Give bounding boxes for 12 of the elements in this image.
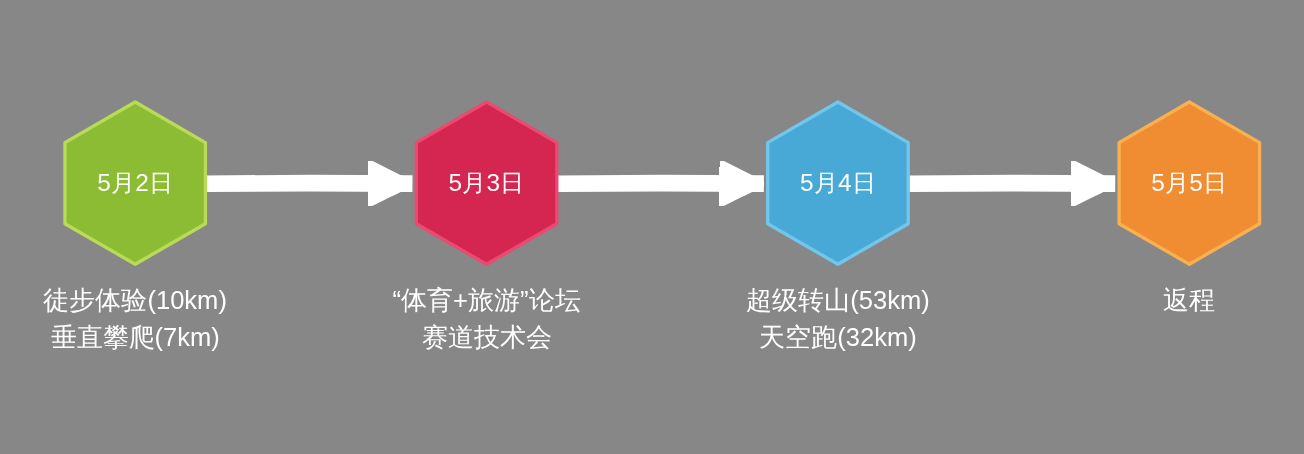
- hexagon-node: 5月2日: [63, 100, 208, 266]
- hexagon-node: 5月3日: [414, 100, 559, 266]
- hexagon-node: 5月4日: [766, 100, 910, 266]
- activity-text: 超级转山(53km): [746, 285, 930, 314]
- activity-text: 返程: [1163, 285, 1216, 314]
- activity-text: “体育+旅游”论坛: [392, 285, 581, 314]
- activity-text: 垂直攀爬(7km): [50, 323, 220, 352]
- activity-text: 天空跑(32km): [759, 323, 917, 352]
- activity-text: 赛道技术会: [421, 323, 552, 352]
- activity-text: 徒步体验(10km): [43, 285, 227, 314]
- hexagon-node: 5月5日: [1117, 100, 1262, 266]
- arrow: [557, 159, 767, 208]
